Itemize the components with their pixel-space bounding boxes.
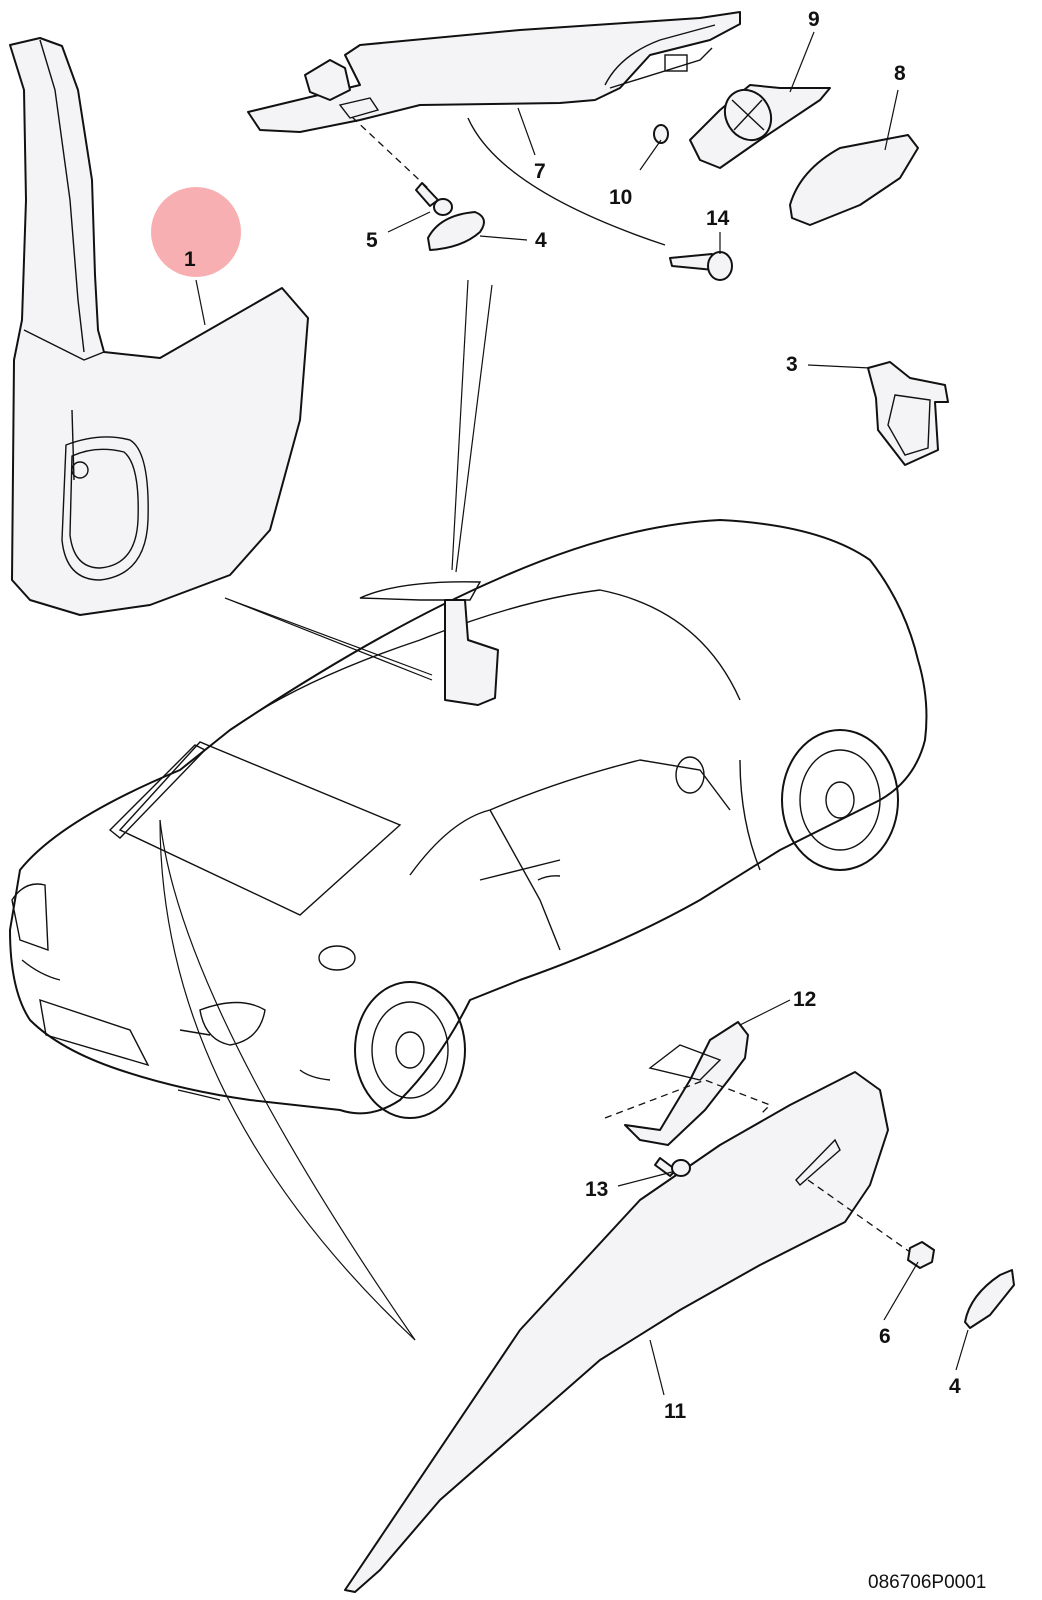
callout-13[interactable]: 13: [585, 1178, 608, 1201]
part-11-lower-trim: [344, 1071, 911, 1593]
part-14-screw: [669, 251, 733, 281]
callout-10[interactable]: 10: [609, 186, 632, 209]
part-4-pad-top: [427, 211, 485, 251]
part-3-spring-clip: [867, 361, 949, 466]
part-4-pad-bottom: [964, 1269, 1015, 1329]
part-1-pillar-trim: [9, 37, 309, 616]
callout-1-highlight: [151, 187, 241, 277]
callout-12[interactable]: 12: [793, 988, 816, 1011]
part-7-roof-trim: [247, 11, 741, 246]
callout-14[interactable]: 14: [706, 207, 730, 230]
part-10-clip: [653, 124, 669, 144]
callout-8[interactable]: 8: [894, 62, 906, 85]
callout-9[interactable]: 9: [808, 8, 820, 31]
part-6-nut: [907, 1241, 935, 1269]
callout-4-bottom[interactable]: 4: [949, 1375, 961, 1398]
part-12-bracket: [604, 1021, 772, 1146]
part-9-vent: [689, 84, 831, 169]
callout-leaders: [195, 31, 969, 1396]
explode-lines: [159, 279, 493, 1341]
callout-1[interactable]: 1: [184, 248, 196, 271]
callout-3[interactable]: 3: [786, 353, 798, 376]
callout-6[interactable]: 6: [879, 1325, 891, 1348]
callout-11[interactable]: 11: [664, 1400, 687, 1423]
part-5-screw: [351, 116, 453, 216]
callout-7[interactable]: 7: [534, 160, 546, 183]
car-illustration: [9, 519, 928, 1119]
part-13-screw: [654, 1157, 691, 1177]
part-8-cover: [789, 134, 919, 226]
drawing-reference-number: 086706P0001: [868, 1572, 986, 1593]
callout-4-top[interactable]: 4: [535, 229, 547, 252]
callout-5[interactable]: 5: [366, 229, 378, 252]
